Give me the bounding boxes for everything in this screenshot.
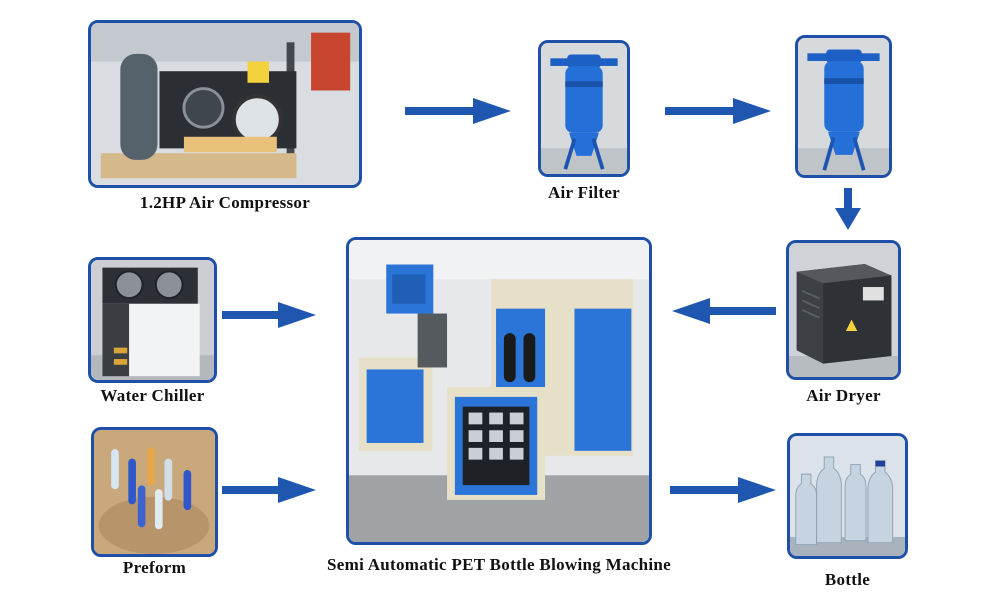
bottle-image (787, 433, 908, 559)
arrow-compressor-to-filter (405, 98, 511, 124)
air-filter-image (538, 40, 630, 177)
preform-label: Preform (122, 558, 187, 577)
water-chiller-label: Water Chiller (100, 386, 205, 405)
air-filter-2-image (795, 35, 892, 178)
water-chiller-image (88, 257, 217, 383)
air-dryer-label: Air Dryer (806, 386, 881, 405)
arrow-chiller-to-machine (222, 302, 316, 328)
arrow-filter-to-filter (665, 98, 771, 124)
air-dryer-image (786, 240, 901, 380)
preform-image (91, 427, 218, 557)
air-compressor-label: 1.2HP Air Compressor (139, 193, 311, 212)
air-compressor-image (88, 20, 362, 188)
blowing-machine-image (346, 237, 652, 545)
arrow-filter-to-dryer (835, 188, 861, 230)
arrow-machine-to-bottle (670, 477, 776, 503)
arrow-dryer-to-machine (672, 298, 776, 324)
air-filter-label: Air Filter (547, 183, 621, 202)
arrow-preform-to-machine (222, 477, 316, 503)
bottle-label: Bottle (824, 570, 871, 589)
blowing-machine-label: Semi Automatic PET Bottle Blowing Machin… (327, 555, 671, 574)
